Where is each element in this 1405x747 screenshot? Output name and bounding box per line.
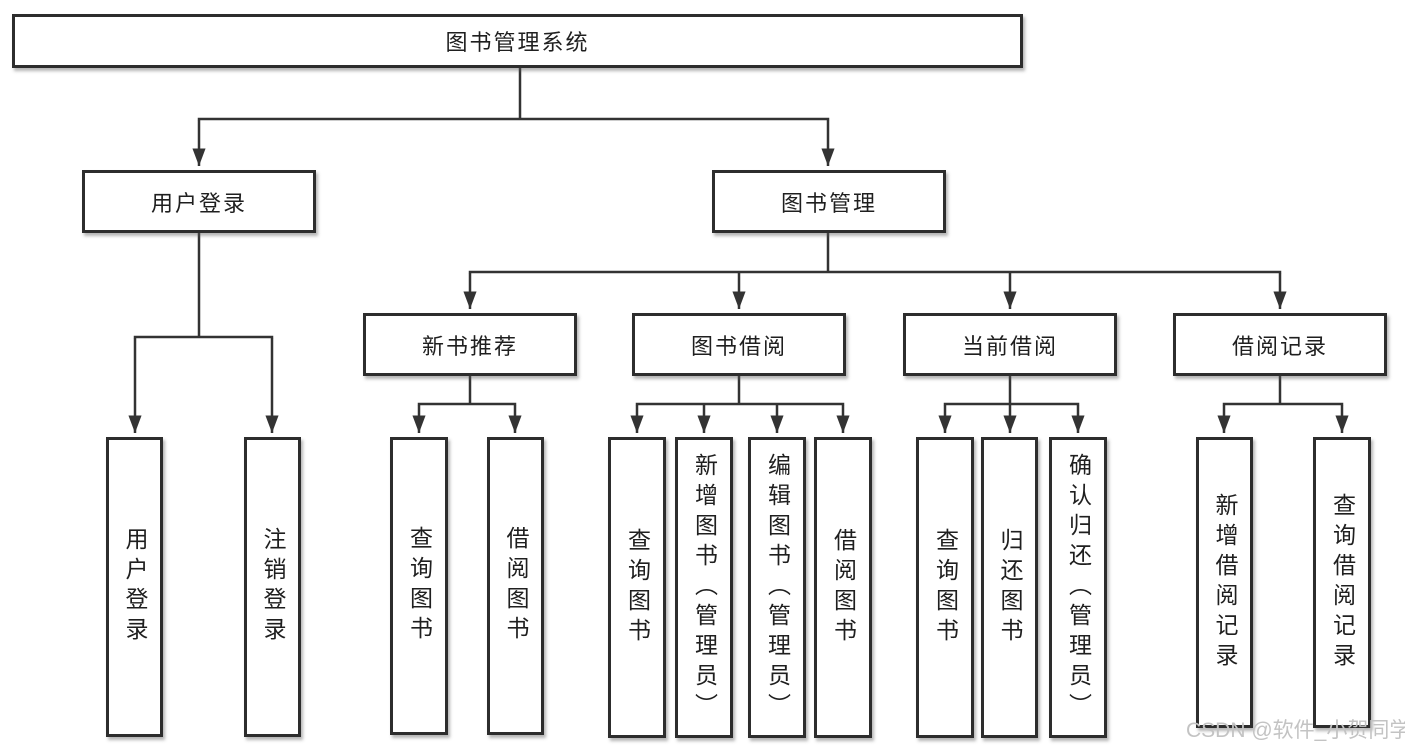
node-root: 图书管理系统 [12,14,1023,68]
leaf-user-login: 用户登录 [106,437,163,737]
leaf-query-books-1-label: 查询图书 [406,526,433,646]
leaf-add-borrow-record-label: 新增借阅记录 [1212,492,1238,673]
leaf-query-books-1: 查询图书 [390,437,448,735]
leaf-borrow-books-2-label: 借阅图书 [830,527,857,648]
leaf-query-borrow-record: 查询借阅记录 [1313,437,1371,728]
node-user-login: 用户登录 [82,170,316,233]
leaf-query-books-2-label: 查询图书 [624,527,651,648]
leaf-user-login-label: 用户登录 [122,527,148,647]
leaf-query-books-3-label: 查询图书 [932,527,959,648]
node-new-book-recommend-label: 新书推荐 [421,333,518,359]
leaf-add-books-admin: 新增图书（管理员） [675,437,733,738]
node-book-management-label: 图书管理 [780,190,877,216]
leaf-query-books-2: 查询图书 [608,437,666,738]
node-book-management: 图书管理 [712,170,946,233]
leaf-borrow-books-1: 借阅图书 [487,437,544,735]
leaf-borrow-books-2: 借阅图书 [814,437,872,738]
leaf-return-books: 归还图书 [981,437,1038,738]
leaf-logout: 注销登录 [244,437,301,737]
node-book-borrow-label: 图书借阅 [690,333,787,359]
node-root-label: 图书管理系统 [445,30,590,55]
node-current-borrow-label: 当前借阅 [961,333,1058,359]
connector-group [128,68,1349,433]
node-new-book-recommend: 新书推荐 [363,313,577,376]
node-user-login-label: 用户登录 [150,190,247,216]
leaf-confirm-return-admin-label: 确认归还（管理员） [1065,452,1092,723]
leaf-return-books-label: 归还图书 [997,527,1023,648]
node-borrow-records: 借阅记录 [1173,313,1387,376]
node-book-borrow: 图书借阅 [632,313,846,376]
leaf-confirm-return-admin: 确认归还（管理员） [1049,437,1107,738]
leaf-borrow-books-1-label: 借阅图书 [503,526,529,646]
leaf-edit-books-admin-label: 编辑图书（管理员） [764,452,791,723]
csdn-watermark: CSDN @软件_小贺同学 [1186,719,1405,742]
leaf-query-borrow-record-label: 查询借阅记录 [1329,492,1356,673]
node-current-borrow: 当前借阅 [903,313,1117,376]
leaf-query-books-3: 查询图书 [916,437,974,738]
leaf-edit-books-admin: 编辑图书（管理员） [748,437,806,738]
leaf-add-books-admin-label: 新增图书（管理员） [691,452,718,723]
node-borrow-records-label: 借阅记录 [1231,333,1328,359]
leaf-logout-label: 注销登录 [260,527,286,647]
leaf-add-borrow-record: 新增借阅记录 [1196,437,1253,728]
